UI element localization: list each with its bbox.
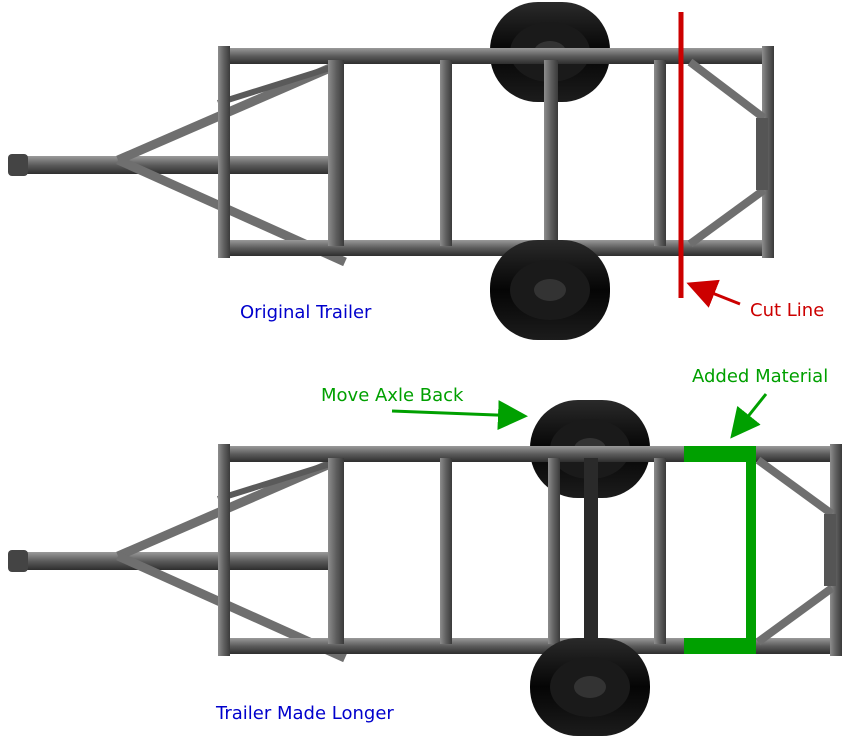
hitch-original (8, 154, 28, 176)
label-original-trailer: Original Trailer (240, 302, 372, 323)
label-added-material: Added Material (692, 366, 829, 387)
bottom-rail-original (220, 240, 772, 256)
hitch-longer (8, 550, 28, 572)
added-material (684, 446, 756, 654)
cut-line-arrow (686, 279, 741, 308)
label-trailer-made-longer: Trailer Made Longer (216, 703, 394, 724)
longer-trailer (8, 393, 842, 736)
axle-moved (584, 458, 598, 644)
tire-bottom-original (490, 240, 610, 340)
label-cut-line: Cut Line (750, 300, 825, 321)
tongue-original (10, 156, 330, 174)
tire-bottom-longer (530, 638, 650, 736)
tongue-longer (10, 552, 330, 570)
label-move-axle-back: Move Axle Back (321, 385, 464, 406)
top-rail-original (220, 48, 772, 64)
added-material-arrow (730, 393, 768, 439)
move-axle-arrow (391, 400, 528, 431)
original-trailer (8, 2, 774, 340)
